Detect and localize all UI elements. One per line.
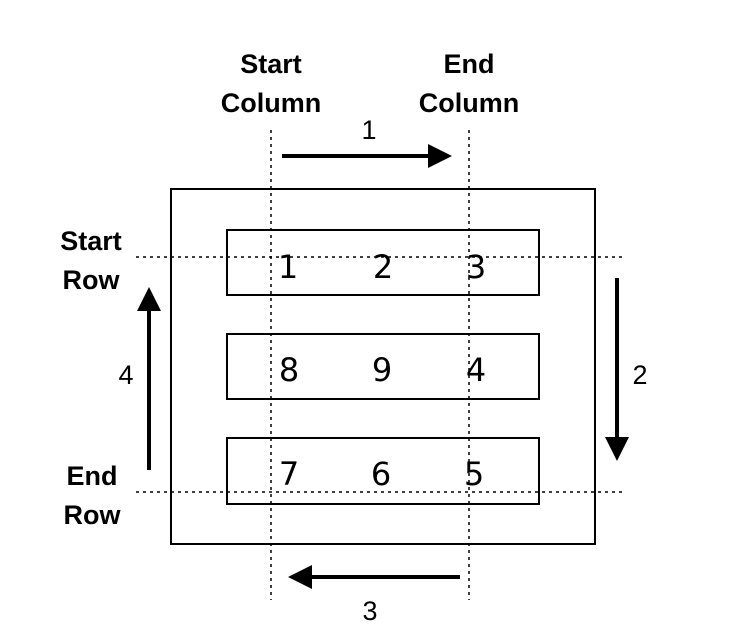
row-box-3 [226, 437, 540, 505]
grid-cell: 5 [464, 455, 484, 493]
step-label-left: 4 [118, 360, 133, 390]
grid-cell: 7 [279, 455, 299, 493]
start-row-label-line2: Row [63, 265, 121, 295]
grid-cell: 3 [466, 248, 486, 286]
grid-cell: 4 [466, 351, 486, 389]
step-label-right: 2 [632, 360, 647, 390]
grid-cell: 1 [278, 248, 298, 286]
end-column-label-line2: Column [419, 88, 520, 118]
grid-cell: 2 [373, 248, 393, 286]
start-row-label-line1: Start [60, 226, 122, 256]
grid-cell: 9 [372, 351, 392, 389]
end-row-label-line2: Row [64, 500, 122, 530]
step-label-top: 1 [361, 115, 376, 145]
end-row-label-line1: End [67, 461, 118, 491]
start-column-label-line1: Start [240, 49, 302, 79]
grid-cell: 6 [371, 455, 391, 493]
outer-frame [170, 188, 596, 545]
grid-cell: 8 [279, 351, 299, 389]
row-box-2 [226, 333, 540, 400]
end-column-label-line1: End [444, 49, 495, 79]
row-box-1 [226, 229, 540, 296]
step-label-bottom: 3 [362, 596, 377, 626]
start-column-label-line2: Column [221, 88, 322, 118]
